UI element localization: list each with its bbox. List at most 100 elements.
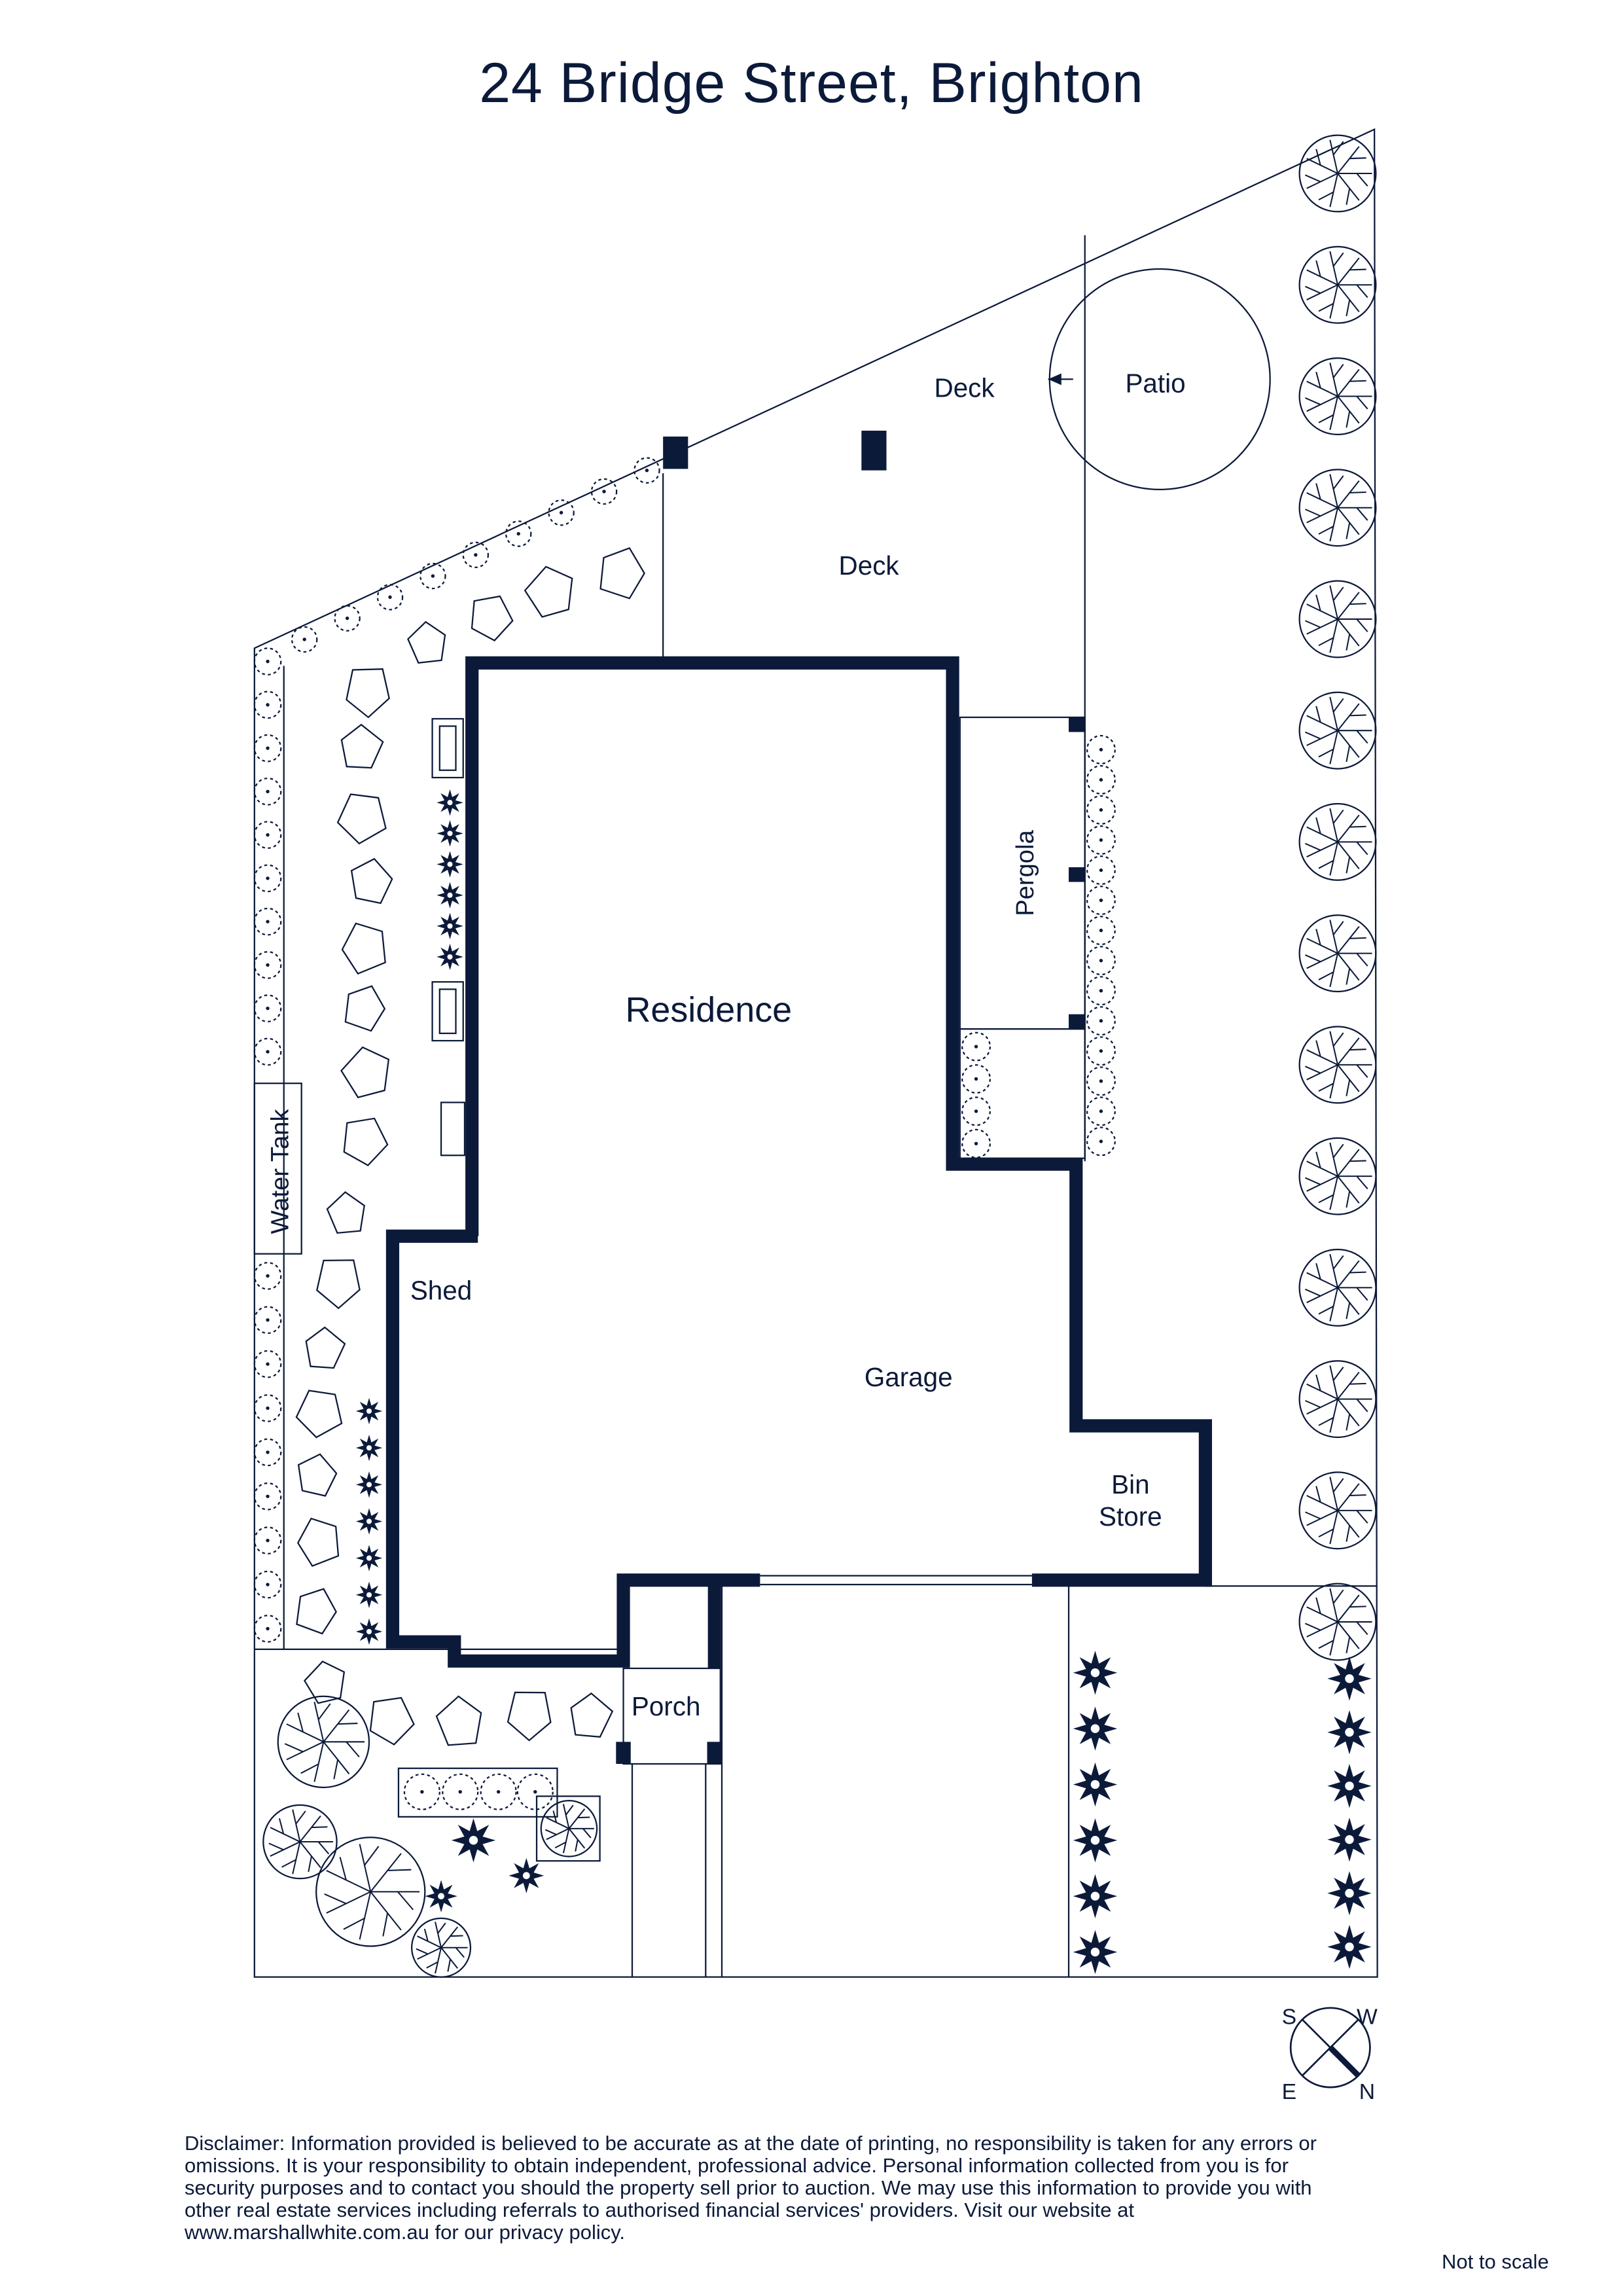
shrub-center — [974, 1141, 978, 1145]
shrub-center — [474, 553, 478, 557]
shrub-icon — [253, 907, 282, 936]
tree-branches — [268, 1809, 333, 1874]
tree-branches — [1305, 585, 1372, 653]
shrub-center — [974, 1077, 978, 1081]
shrub-center — [559, 511, 563, 514]
flower-center — [469, 1836, 478, 1845]
shrub-icon — [1086, 1096, 1116, 1126]
tree-icon — [1298, 1583, 1377, 1661]
shrub-icon — [253, 1438, 282, 1467]
shrub-center — [266, 833, 270, 837]
shrub-icon — [253, 1394, 282, 1422]
compass-w: W — [1357, 2005, 1378, 2030]
shrub-icon — [633, 457, 660, 484]
flower-center — [1090, 1947, 1100, 1957]
stepping-stone — [344, 985, 386, 1032]
shrub-icon — [1086, 1066, 1116, 1096]
shrub-icon — [291, 626, 318, 653]
shrub-center — [974, 1109, 978, 1113]
stepping-stone — [341, 922, 386, 975]
shrub-center — [266, 1450, 270, 1454]
shrub-center — [1099, 838, 1103, 842]
page-title: 24 Bridge Street, Brighton — [479, 52, 1144, 115]
flower-center — [1090, 1836, 1100, 1845]
shrub-center — [266, 1406, 270, 1410]
stepping-stone — [471, 595, 514, 642]
flower-center — [447, 954, 453, 960]
flower-center — [366, 1445, 372, 1451]
shrub-center — [1099, 1139, 1103, 1143]
shrub-icon — [961, 1031, 991, 1062]
shrub-center — [602, 490, 606, 493]
shrub-icon — [1086, 916, 1116, 946]
shrub-center — [1099, 989, 1103, 993]
shrub-center — [1099, 808, 1103, 812]
stepping-stone — [340, 1046, 390, 1098]
tree-branches — [284, 1702, 365, 1782]
flower-center — [366, 1555, 372, 1561]
shrub-icon — [516, 1773, 554, 1810]
stepping-stone — [507, 1691, 552, 1742]
porch — [622, 1667, 721, 1765]
shrub-icon — [1086, 1036, 1116, 1066]
label-bin-store-1: Bin — [1111, 1469, 1149, 1499]
shrub-icon — [253, 691, 282, 719]
shrub-icon — [253, 778, 282, 806]
stepping-stone — [336, 793, 387, 845]
shrub-center — [1099, 1049, 1103, 1053]
water-tank — [253, 1083, 302, 1255]
tree-icon — [1298, 802, 1377, 881]
shrub-center — [388, 595, 392, 600]
shrub-icon — [253, 1306, 282, 1335]
shrub-center — [1099, 958, 1103, 963]
shrub-center — [266, 659, 270, 664]
shrub-icon — [253, 864, 282, 893]
shrub-icon — [1086, 795, 1116, 825]
flower-center — [447, 831, 453, 836]
shrub-icon — [1086, 946, 1116, 976]
tree-icon — [1298, 357, 1377, 435]
shrub-center — [516, 531, 520, 536]
flower-center — [447, 892, 453, 898]
shrub-center — [266, 920, 270, 924]
shrub-icon — [1086, 855, 1116, 885]
stepping-stone — [435, 1695, 482, 1746]
flower-center — [438, 1893, 444, 1900]
shrub-icon — [1086, 1006, 1116, 1036]
shrub-icon — [253, 1570, 282, 1599]
flower-center — [366, 1592, 372, 1598]
tree-branches — [1305, 474, 1372, 542]
shrub-center — [266, 876, 270, 880]
shrub-icon — [961, 1064, 991, 1094]
shrub-icon — [253, 1482, 282, 1511]
shrub-icon — [1086, 825, 1116, 855]
label-porch: Porch — [632, 1691, 701, 1721]
shrub-center — [420, 1789, 424, 1794]
shrub-icon — [253, 1526, 282, 1554]
tree-branches — [1305, 808, 1372, 876]
shrub-icon — [253, 647, 282, 675]
label-residence: Residence — [625, 990, 792, 1030]
stepping-stone — [326, 1191, 365, 1234]
tree-icon — [540, 1800, 598, 1857]
shrub-center — [266, 1583, 270, 1587]
stepping-stone — [346, 668, 390, 719]
shrub-center — [1099, 747, 1103, 752]
stepping-stone — [343, 1117, 389, 1166]
shrub-icon — [442, 1773, 479, 1810]
shrub-center — [266, 963, 270, 967]
shrub-center — [1099, 1109, 1103, 1113]
label-bin-store-2: Store — [1099, 1501, 1162, 1532]
compass — [1289, 2007, 1371, 2089]
compass-n: N — [1359, 2080, 1375, 2104]
tree-branches — [1305, 920, 1372, 988]
label-garage: Garage — [865, 1362, 953, 1392]
tree-icon — [262, 1804, 338, 1880]
tree-icon — [1298, 134, 1377, 213]
tree-icon — [1298, 1248, 1377, 1327]
shrub-center — [496, 1789, 501, 1794]
stepping-stone — [350, 857, 393, 905]
shrub-icon — [462, 541, 490, 569]
compass-e: E — [1282, 2080, 1296, 2104]
